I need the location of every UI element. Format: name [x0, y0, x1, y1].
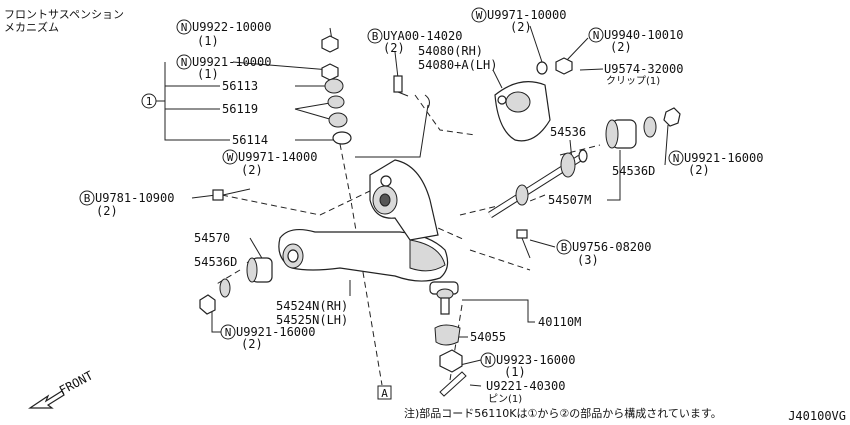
callout-uya00-14020: B UYA00-14020 (2)	[367, 28, 462, 55]
svg-text:U9971-10000: U9971-10000	[487, 8, 566, 22]
callout-40110m: 40110M	[538, 315, 581, 329]
diagram-id: J40100VG	[788, 409, 846, 423]
svg-text:(2): (2)	[383, 41, 405, 55]
upper-arm	[278, 228, 449, 282]
svg-text:U9574-32000: U9574-32000	[604, 62, 683, 76]
pivot-bracket	[369, 159, 439, 241]
callout-54524n: 54524N(RH) 54525N(LH)	[276, 299, 348, 327]
callout-u9574-32000: U9574-32000 クリップ(1)	[604, 62, 683, 87]
svg-text:(2): (2)	[241, 337, 263, 351]
svg-text:N: N	[181, 21, 188, 34]
svg-text:N: N	[225, 326, 232, 339]
svg-text:(2): (2)	[510, 20, 532, 34]
svg-text:U9921-16000: U9921-16000	[684, 151, 763, 165]
upper-bracket	[494, 81, 551, 142]
callout-u9922-10000: N U9922-10000 (1)	[176, 19, 271, 48]
svg-text:U9922-10000: U9922-10000	[192, 20, 271, 34]
svg-text:U9921-10000: U9921-10000	[192, 55, 271, 69]
svg-text:(1): (1)	[504, 365, 526, 379]
svg-text:U9756-08200: U9756-08200	[572, 240, 651, 254]
svg-text:B: B	[84, 192, 91, 205]
svg-text:(2): (2)	[241, 163, 263, 177]
callout-54080: 54080(RH) 54080+A(LH)	[418, 44, 497, 72]
svg-text:U9781-10900: U9781-10900	[95, 191, 174, 205]
title-line-1: フロントサスペンション	[4, 8, 124, 21]
ball-joint	[429, 281, 467, 397]
group-marker	[141, 93, 157, 109]
callout-54536d-right: 54536D	[612, 164, 655, 178]
svg-text:N: N	[673, 152, 680, 165]
svg-text:54080+A(LH): 54080+A(LH)	[418, 58, 497, 72]
svg-text:N: N	[593, 29, 600, 42]
callout-u9940-10010: N U9940-10010 (2)	[588, 27, 683, 54]
callout-u9756-08200: B U9756-08200 (3)	[556, 239, 651, 267]
svg-text:(3): (3)	[577, 253, 599, 267]
svg-text:(2): (2)	[610, 40, 632, 54]
bushing-left	[199, 257, 273, 315]
svg-text:UYA00-14020: UYA00-14020	[383, 29, 462, 43]
svg-text:U9221-40300: U9221-40300	[486, 379, 565, 393]
svg-text:(1): (1)	[197, 34, 219, 48]
leader-lines	[156, 25, 669, 387]
svg-text:(2): (2)	[96, 204, 118, 218]
svg-text:U9940-10010: U9940-10010	[604, 28, 683, 42]
callout-56113: 56113	[222, 79, 258, 93]
bushing-right	[605, 107, 681, 149]
svg-text:クリップ(1): クリップ(1)	[606, 75, 660, 87]
callout-54055: 54055	[470, 330, 506, 344]
svg-text:54080(RH): 54080(RH)	[418, 44, 483, 58]
callout-56114: 56114	[232, 133, 268, 147]
callout-56119: 56119	[222, 102, 258, 116]
svg-text:ピン(1): ピン(1)	[488, 393, 522, 405]
callout-54536: 54536	[550, 125, 586, 139]
callout-u9781-10900: B U9781-10900 (2)	[79, 190, 174, 218]
svg-text:N: N	[485, 354, 492, 367]
group-marker-label: 1	[146, 95, 153, 108]
callout-labels: N U9922-10000 (1) N U9921-10000 (1) 5611…	[79, 7, 763, 405]
callout-u9971-10000: W U9971-10000 (2)	[471, 7, 566, 34]
section-marker-box	[377, 385, 392, 400]
footer-note: 注)部品コード56110Kは①から②の部品から構成されています。	[404, 406, 722, 420]
callout-u9923-16000: N U9923-16000 (1)	[480, 352, 575, 379]
svg-text:N: N	[181, 56, 188, 69]
svg-text:W: W	[476, 9, 483, 22]
svg-text:U9971-14000: U9971-14000	[238, 150, 317, 164]
callout-54536d-left: 54536D	[194, 255, 237, 269]
title-line-2: メカニズム	[4, 20, 59, 34]
callout-u9971-14000: W U9971-14000 (2)	[222, 149, 317, 177]
callout-u9221-40300: U9221-40300 ピン(1)	[486, 379, 565, 405]
svg-text:(1): (1)	[197, 67, 219, 81]
callout-54507m: 54507M	[548, 193, 591, 207]
svg-text:W: W	[227, 151, 234, 164]
top-small-parts	[212, 35, 573, 259]
svg-text:54524N(RH): 54524N(RH)	[276, 299, 348, 313]
svg-text:U9921-16000: U9921-16000	[236, 325, 315, 339]
callout-u9921-10000: N U9921-10000 (1)	[176, 54, 271, 81]
front-arrow: FRONT	[28, 368, 95, 409]
section-marker-label: A	[381, 387, 388, 400]
front-label: FRONT	[57, 368, 95, 397]
callout-u9921-16000-left: N U9921-16000 (2)	[220, 324, 315, 351]
svg-text:B: B	[372, 30, 379, 43]
svg-text:54525N(LH): 54525N(LH)	[276, 313, 348, 327]
svg-text:B: B	[561, 241, 568, 254]
callout-u9921-16000-right: N U9921-16000 (2)	[668, 150, 763, 177]
svg-text:(2): (2)	[688, 163, 710, 177]
callout-54570: 54570	[194, 231, 230, 245]
shaft	[488, 149, 588, 218]
svg-text:U9923-16000: U9923-16000	[496, 353, 575, 367]
